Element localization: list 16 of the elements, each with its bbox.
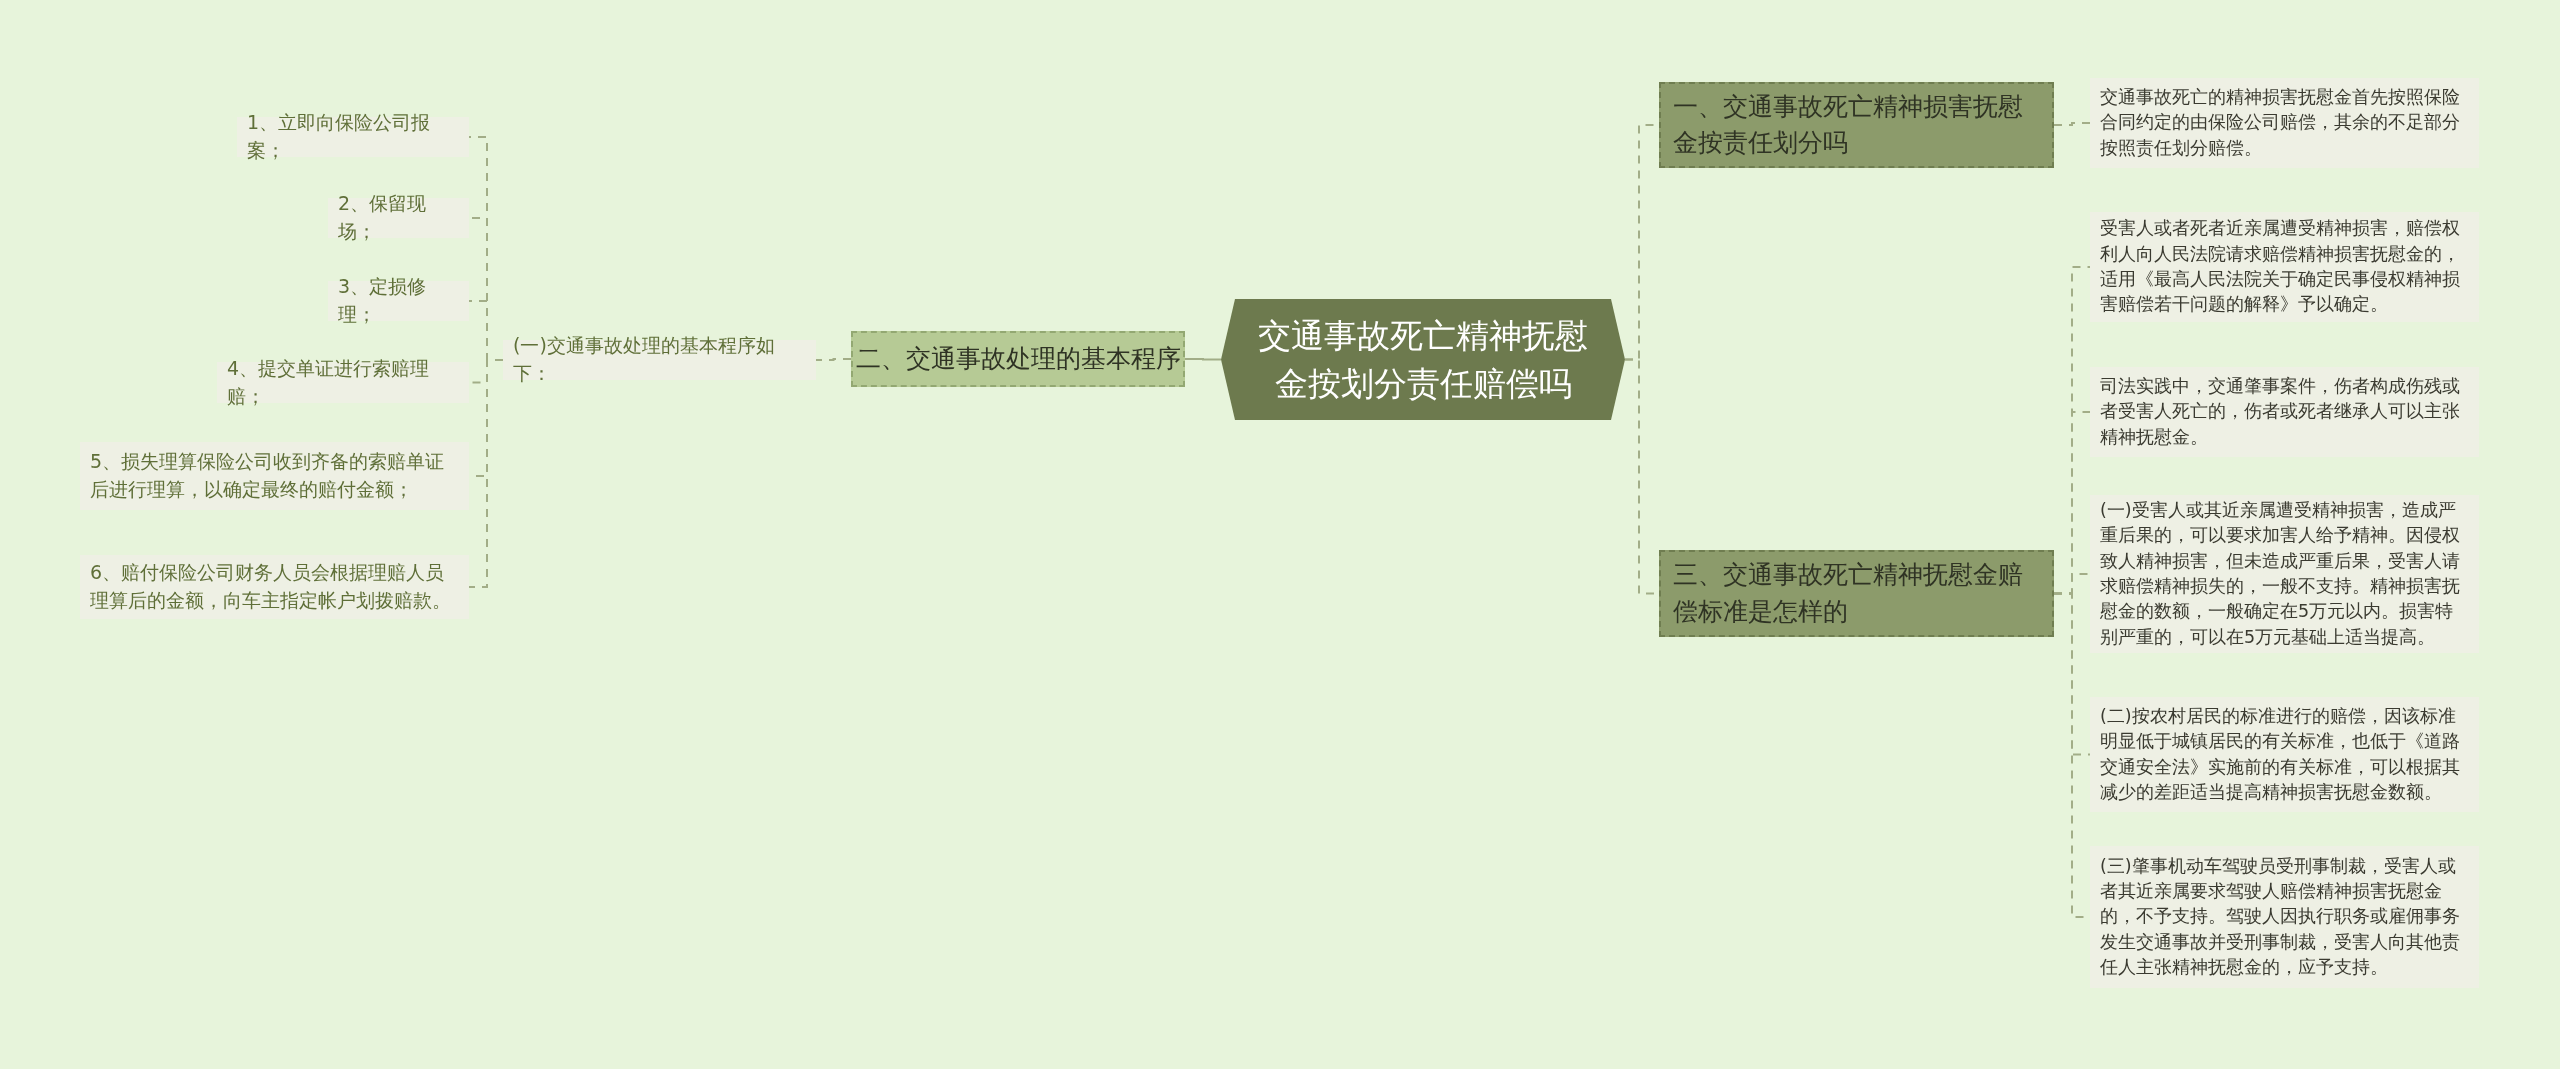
note-box: 交通事故死亡的精神损害抚慰金首先按照保险合同约定的由保险公司赔偿，其余的不足部分按照责任划分赔偿。 <box>2090 78 2479 168</box>
note-box: 5、损失理算保险公司收到齐备的索赔单证后进行理算，以确定最终的赔付金额； <box>80 442 469 510</box>
topic-box: 三、交通事故死亡精神抚慰金赔偿标准是怎样的 <box>1659 550 2054 637</box>
note-box: (一)受害人或其近亲属遭受精神损害，造成严重后果的，可以要求加害人给予精神。因侵权致人精神损害，但未造成严重后果，受害人请求赔偿精神损失的，一般不支持。精神损害抚慰金的数额，一般确定在5万元以内。损害特别严重的，可以在5万元基础上适当提高。 <box>2090 495 2479 653</box>
note-box: 受害人或者死者近亲属遭受精神损害，赔偿权利人向人民法院请求赔偿精神损害抚慰金的，适用《最高人民法院关于确定民事侵权精神损害赔偿若干问题的解释》予以确定。 <box>2090 212 2479 322</box>
note-box: 司法实践中，交通肇事案件，伤者构成伤残或者受害人死亡的，伤者或死者继承人可以主张精神抚慰金。 <box>2090 367 2479 457</box>
topic-hexagon: 交通事故死亡精神抚慰金按划分责任赔偿吗 <box>1221 299 1625 420</box>
topic-box: 二、交通事故处理的基本程序 <box>851 331 1185 387</box>
note-box: (三)肇事机动车驾驶员受刑事制裁，受害人或者其近亲属要求驾驶人赔偿精神损害抚慰金的，不予支持。驾驶人因执行职务或雇佣事务发生交通事故并受刑事制裁，受害人向其他责任人主张精神抚慰金的，应予支持。 <box>2090 846 2479 988</box>
connector-line <box>468 359 504 588</box>
connector-line <box>815 358 852 361</box>
topic-box: 一、交通事故死亡精神损害抚慰金按责任划分吗 <box>1659 82 2054 168</box>
note-box: 6、赔付保险公司财务人员会根据理赔人员理算后的金额，向车主指定帐户划拨赔款。 <box>80 555 469 619</box>
connector-line <box>1184 358 1222 361</box>
note-box: (二)按农村居民的标准进行的赔偿，因该标准明显低于城镇居民的有关标准，也低于《道路交通安全法》实施前的有关标准，可以根据其减少的差距适当提高精神损害抚慰金数额。 <box>2090 697 2479 812</box>
connector-line <box>2053 122 2091 126</box>
